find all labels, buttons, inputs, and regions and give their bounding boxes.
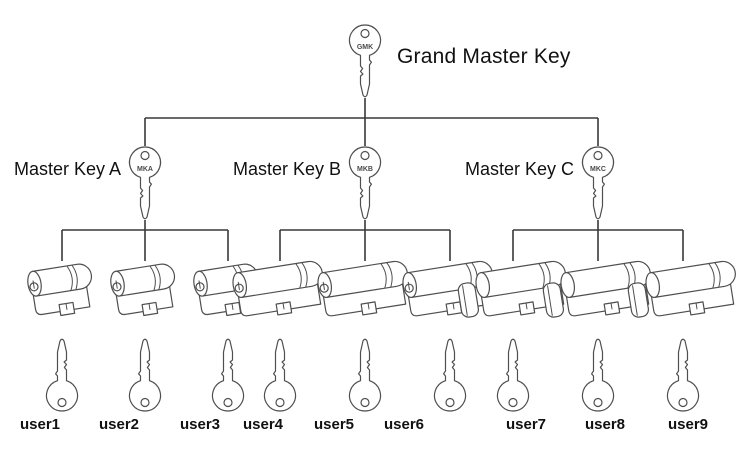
user-key-icon [263, 338, 297, 412]
user-key-label: user5 [313, 416, 355, 433]
user-key-label: user2 [98, 416, 140, 433]
user-key-icon [128, 338, 162, 412]
master-key-c-label: Master Key C [464, 159, 574, 179]
user-key-icon [666, 338, 700, 412]
user-key-icon [496, 338, 530, 412]
master-key-c-icon [581, 146, 615, 220]
master-key-b-stamp: MKB [357, 166, 373, 173]
grand-master-key-icon [348, 24, 382, 98]
master-key-b-icon [348, 146, 382, 220]
grand-master-key-label: Grand Master Key [397, 45, 571, 68]
user-key-label: user3 [179, 416, 221, 433]
user-key-icon [211, 338, 245, 412]
user-key-label: user6 [383, 416, 425, 433]
master-key-c-stamp: MKC [590, 166, 606, 173]
master-key-a-stamp: MKA [137, 166, 153, 173]
user-key-label: user7 [505, 416, 547, 433]
tree-connector-lines [61, 98, 684, 261]
user-key-label: user9 [667, 416, 709, 433]
user-key-label: user8 [584, 416, 626, 433]
half-cylinder-icon [25, 261, 98, 321]
user-key-label: user1 [19, 416, 61, 433]
user-key-icon [45, 338, 79, 412]
user-key-icon [433, 338, 467, 412]
master-key-b-label: Master Key B [232, 159, 341, 179]
user-key-icon [581, 338, 615, 412]
user-key-icon [348, 338, 382, 412]
half-cylinder-icon [108, 261, 181, 321]
master-key-a-label: Master Key A [13, 159, 121, 179]
master-key-a-icon [128, 146, 162, 220]
grand-master-key-stamp: GMK [357, 44, 373, 51]
user-key-label: user4 [242, 416, 284, 433]
double-cylinder-icon [315, 259, 414, 322]
